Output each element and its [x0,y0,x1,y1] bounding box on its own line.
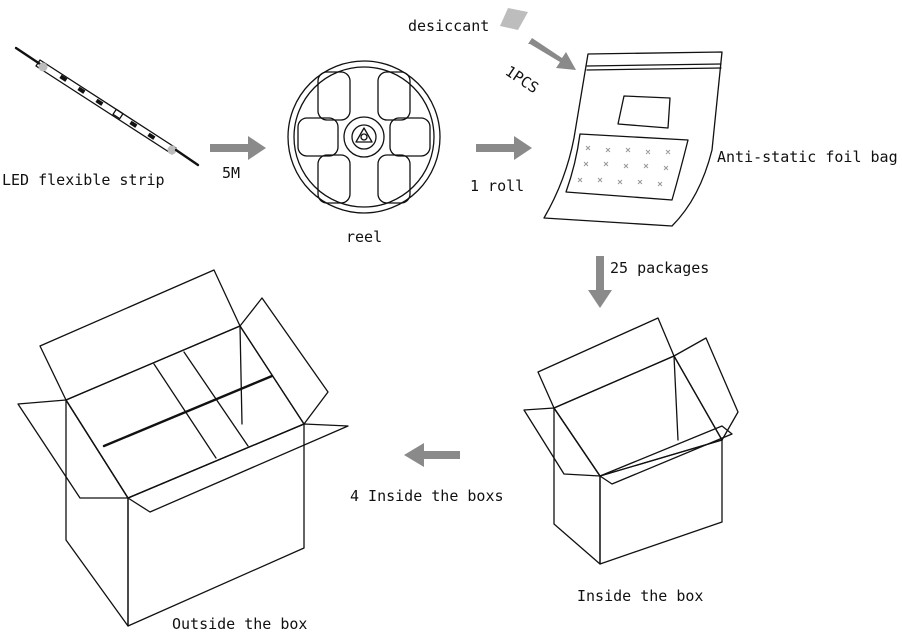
led-strip-icon [14,46,200,167]
arrow-down-icon [588,256,612,308]
five-m-label: 5M [222,164,241,182]
outside-box-label: Outside the box [172,615,308,633]
reel-icon [287,60,441,214]
desiccant-icon [500,8,528,30]
arrow-right-icon [210,136,266,160]
arrow-right-icon [476,136,532,160]
open-box-icon [17,269,349,627]
foil-bag-icon [543,51,723,227]
twenty-five-packages-label: 25 packages [610,259,710,277]
arrow-down-icon [528,38,576,70]
arrow-left-icon [404,443,460,467]
led-strip-label: LED flexible strip [2,171,165,189]
foil-bag-label: Anti-static foil bag [717,148,898,166]
desiccant-label: desiccant [408,17,490,35]
open-box-icon [523,317,739,565]
four-inside-label: 4 Inside the boxs [350,487,504,505]
one-roll-label: 1 roll [470,177,525,195]
inside-box-label: Inside the box [577,587,704,605]
reel-label: reel [346,228,383,246]
